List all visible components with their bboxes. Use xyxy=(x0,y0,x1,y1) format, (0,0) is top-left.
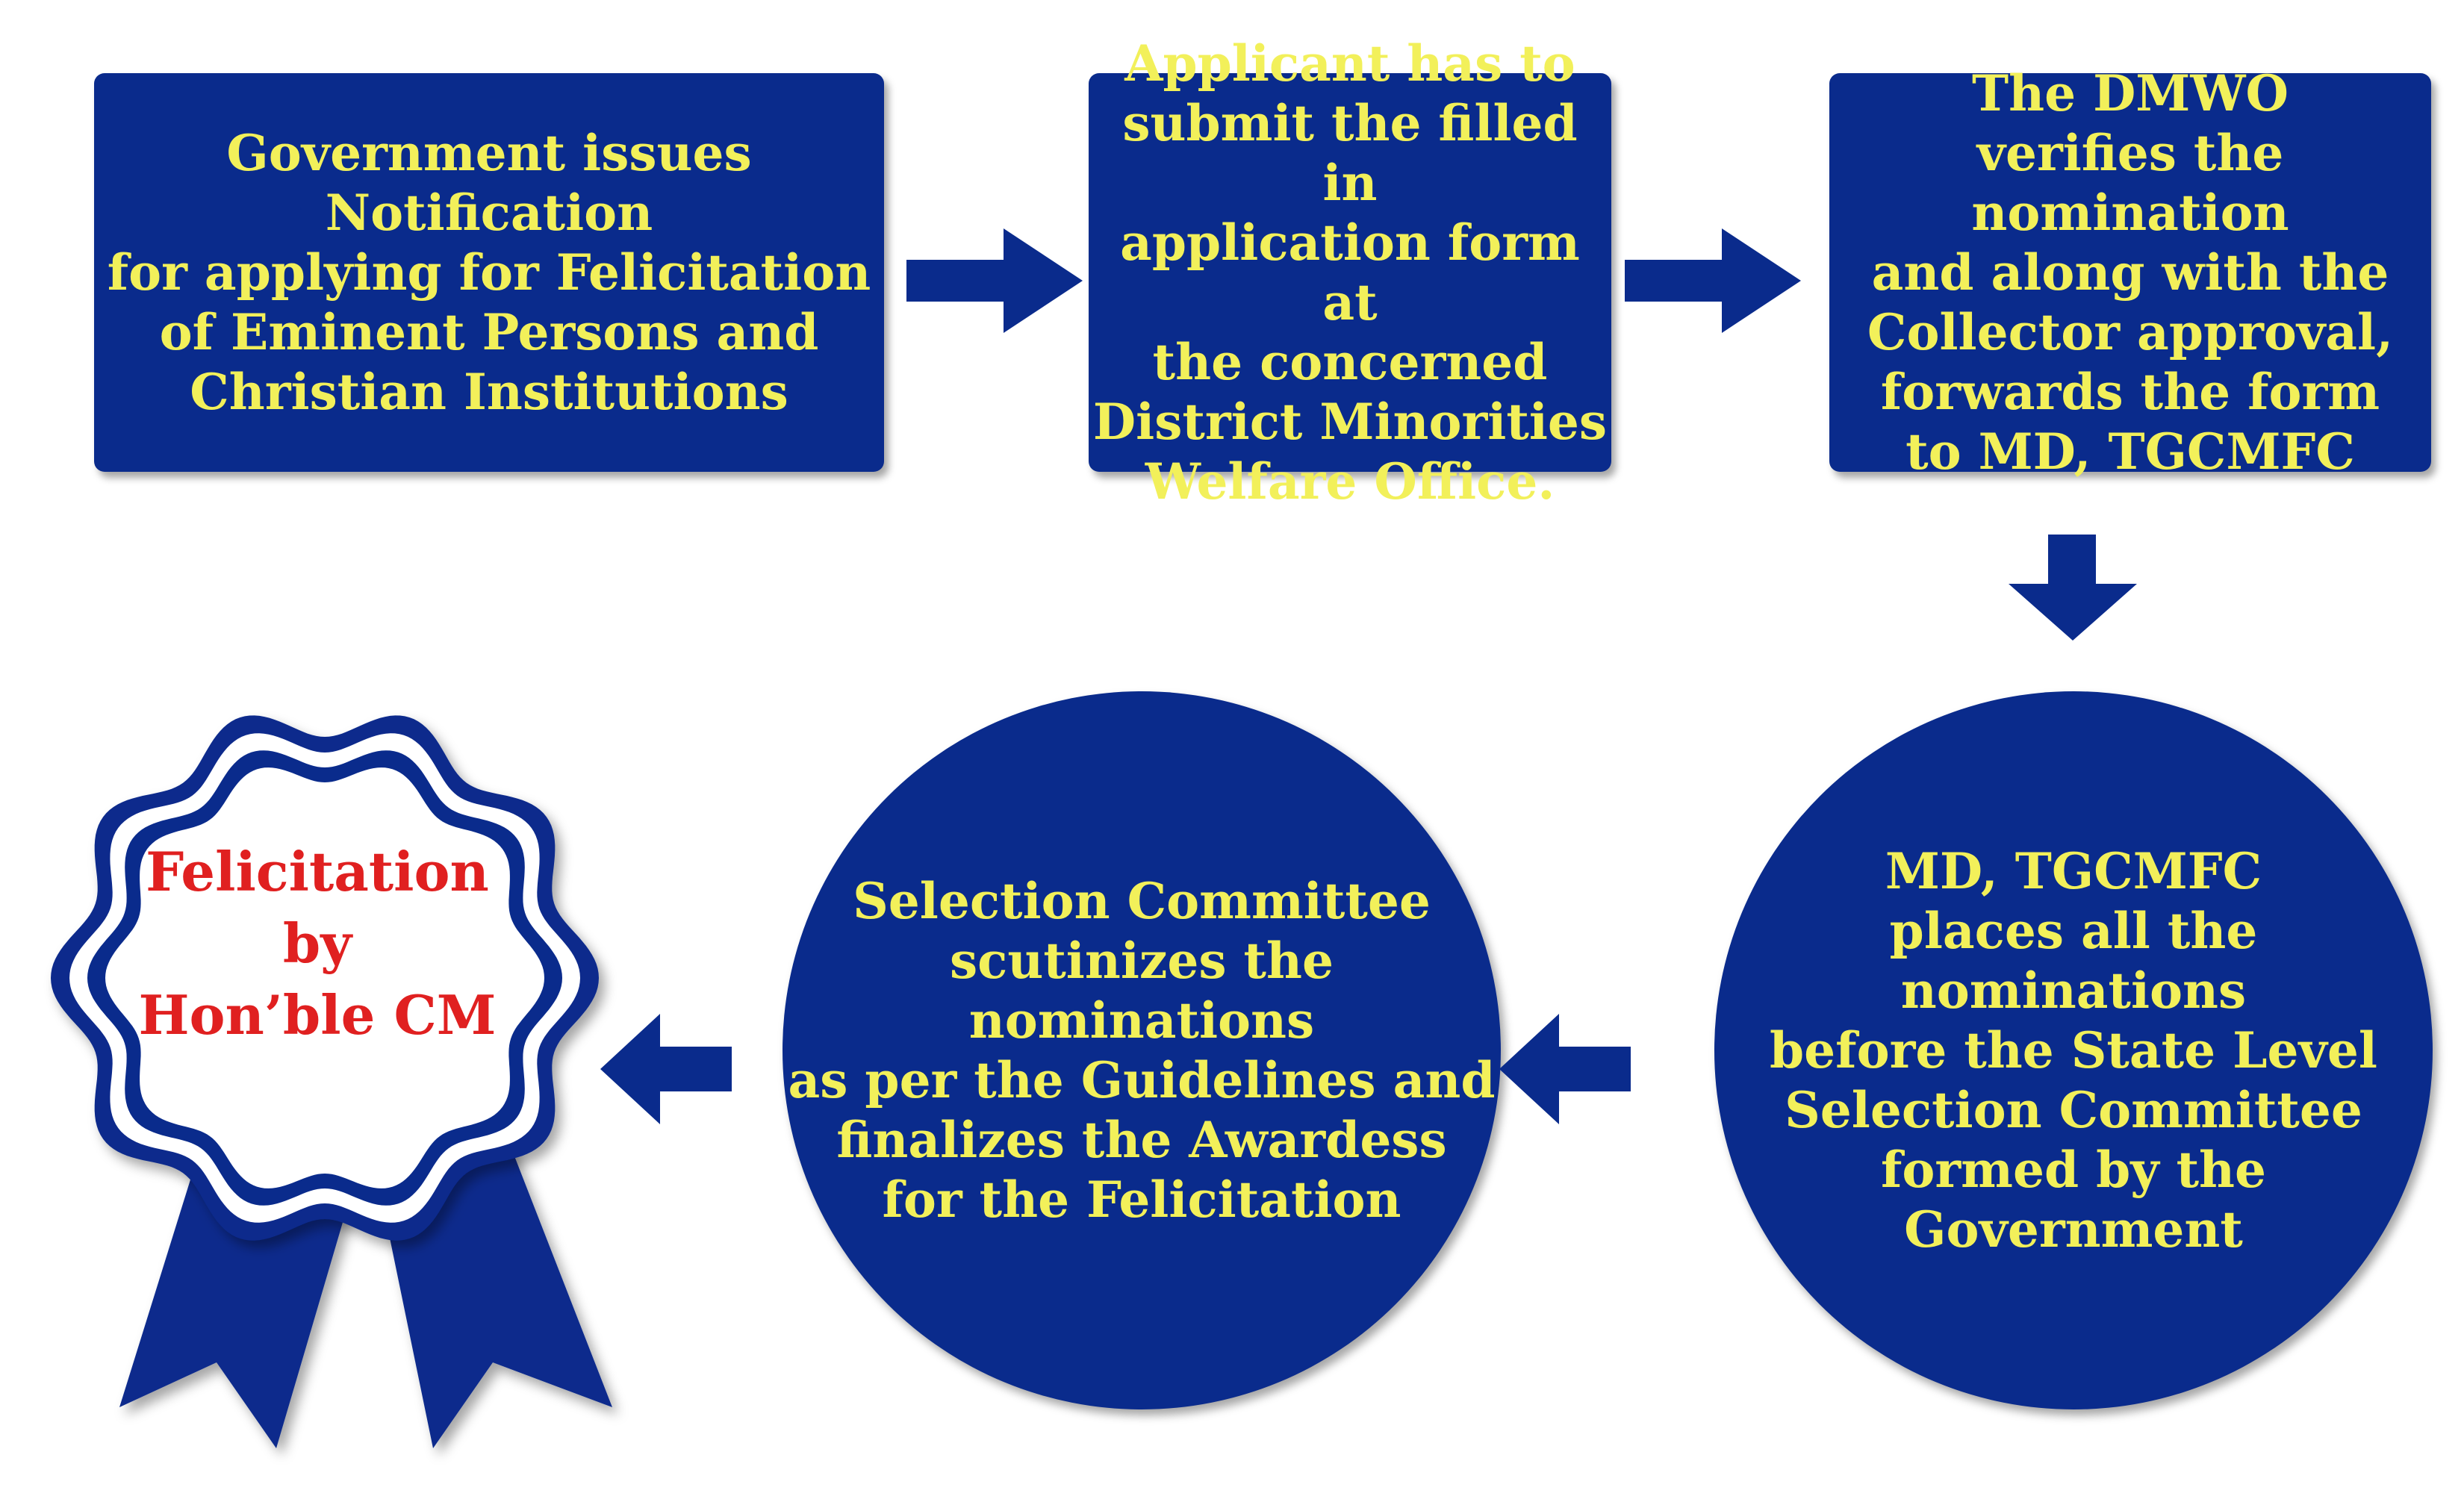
step-4-text: MD, TGCMFC places all the nominations be… xyxy=(1770,842,2377,1259)
award-ribbon-icon xyxy=(51,715,612,1448)
arrow-down-icon xyxy=(2009,535,2137,641)
arrow-right-icon xyxy=(1625,228,1801,333)
badge-text: Felicitation by Hon’ble CM xyxy=(138,840,497,1047)
step-3-text: The DMWO verifies the nomination and alo… xyxy=(1867,64,2394,481)
arrow-right-icon xyxy=(906,228,1083,333)
arrow-left-icon xyxy=(600,1014,732,1124)
step-1-box: Government issues Notification for apply… xyxy=(94,73,884,472)
step-5-text: Selection Committee scutinizes the nomin… xyxy=(788,872,1496,1229)
arrow-left-icon xyxy=(1499,1014,1631,1124)
step-2-box: Applicant has to submit the filled in ap… xyxy=(1089,34,1611,511)
step-3-box: The DMWO verifies the nomination and alo… xyxy=(1829,64,2431,481)
step-4-circle: MD, TGCMFC places all the nominations be… xyxy=(1714,691,2433,1409)
step-2-text: Applicant has to submit the filled in ap… xyxy=(1092,34,1608,511)
step-5-circle: Selection Committee scutinizes the nomin… xyxy=(783,691,1501,1409)
step-1-text: Government issues Notification for apply… xyxy=(107,124,871,421)
